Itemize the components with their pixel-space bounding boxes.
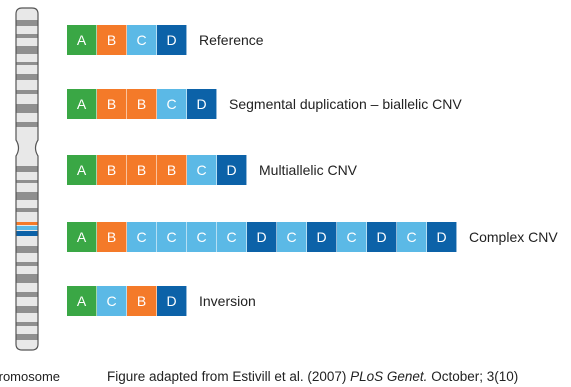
segment-c: C [187, 222, 217, 252]
chromosome-band [16, 166, 38, 172]
chromosome-band [16, 180, 38, 183]
segment-a: A [67, 155, 97, 185]
chromosome-band [16, 231, 38, 236]
segment-d: D [157, 286, 187, 316]
chromosome-band [16, 34, 38, 38]
chromosome-band [16, 334, 38, 340]
chromosome-band [16, 74, 38, 80]
segment-d: D [217, 155, 247, 185]
caption-suffix: October; 3(10) [427, 369, 519, 384]
segment-d: D [427, 222, 457, 252]
segment-c: C [277, 222, 307, 252]
segment-b: B [97, 155, 127, 185]
segment-c: C [127, 25, 157, 55]
segment-d: D [157, 25, 187, 55]
segment-b: B [157, 155, 187, 185]
figure-caption: Figure adapted from Estivill et al. (200… [107, 369, 518, 384]
row-label: Multiallelic CNV [259, 162, 358, 178]
segment-c: C [157, 89, 187, 119]
segment-c: C [337, 222, 367, 252]
chromosome-band [16, 46, 38, 54]
segment-d: D [247, 222, 277, 252]
chromosome-band [16, 246, 38, 253]
segment-b: B [127, 155, 157, 185]
segment-b: B [97, 25, 127, 55]
segment-c: C [157, 222, 187, 252]
segment-c: C [97, 286, 127, 316]
caption-prefix: Figure adapted from Estivill et al. (200… [107, 369, 351, 384]
segment-b: B [127, 89, 157, 119]
chromosome-band [16, 306, 38, 313]
chromosome-band [16, 192, 38, 200]
chromosome-band [16, 274, 38, 283]
segment-c: C [397, 222, 427, 252]
row-label: Reference [199, 32, 264, 48]
row-label: Inversion [199, 293, 256, 309]
chromosome-band [16, 122, 38, 127]
chromosome-band [16, 90, 38, 94]
row-label: Segmental duplication – biallelic CNV [229, 96, 462, 112]
chromosome-band [16, 226, 38, 230]
chromosome-body [16, 8, 38, 350]
segment-c: C [217, 222, 247, 252]
caption-journal: PLoS Genet. [350, 369, 428, 384]
chromosome-band [16, 104, 38, 113]
segment-a: A [67, 286, 97, 316]
segment-c: C [127, 222, 157, 252]
row-label: Complex CNV [469, 229, 558, 245]
segment-a: A [67, 89, 97, 119]
chromosome-band [16, 62, 38, 65]
segment-d: D [307, 222, 337, 252]
chromosome-outline [15, 7, 39, 351]
segment-b: B [127, 286, 157, 316]
chromosome-band [16, 322, 38, 326]
chromosome-band [16, 292, 38, 297]
segment-b: B [97, 222, 127, 252]
chromosome-ideogram [15, 7, 39, 351]
chromosome-label: Chromosome [0, 369, 61, 384]
segment-a: A [67, 25, 97, 55]
segment-d: D [187, 89, 217, 119]
chromosome-band [16, 222, 38, 225]
segment-d: D [367, 222, 397, 252]
chromosome-band [16, 208, 38, 212]
segment-a: A [67, 222, 97, 252]
segment-c: C [187, 155, 217, 185]
chromosome-band [16, 20, 38, 26]
segment-b: B [97, 89, 127, 119]
chromosome-band [16, 262, 38, 266]
